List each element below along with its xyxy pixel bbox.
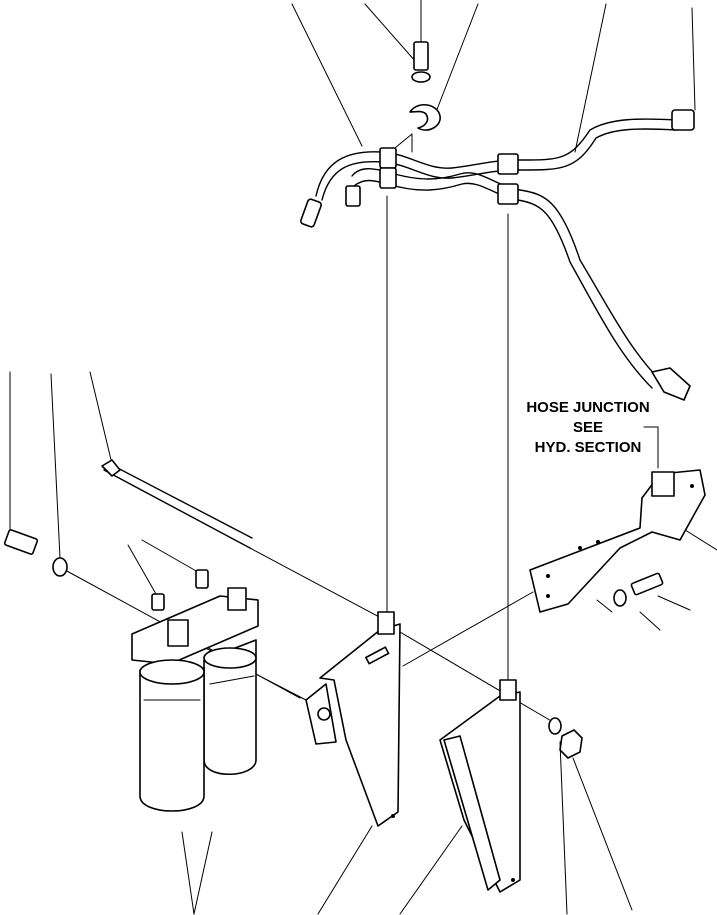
hose-junction-note: HOSE JUNCTION SEE HYD. SECTION: [526, 399, 649, 456]
filter-assembly: [131, 569, 259, 812]
support-crossmember: [529, 469, 706, 613]
crossmember-fasteners: [613, 572, 664, 607]
hose-assembly: [300, 41, 695, 401]
note-line-1: HOSE JUNCTION: [526, 399, 649, 416]
note-line-3: HYD. SECTION: [535, 439, 642, 456]
filter-bracket-bolt: [3, 529, 68, 577]
tie-rod: [101, 459, 253, 549]
mount-bracket-rear: [439, 679, 521, 893]
note-line-2: SEE: [573, 419, 603, 436]
bracket-fasteners: [548, 717, 583, 759]
mount-bracket-front: [305, 611, 401, 827]
